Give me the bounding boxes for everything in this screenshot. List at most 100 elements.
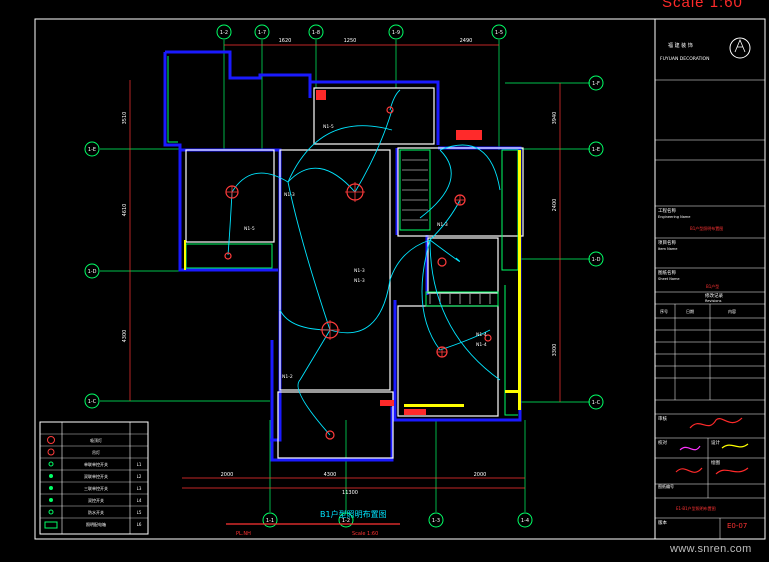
axis-bottom-4: 1-4	[521, 518, 529, 524]
signatures	[675, 417, 749, 475]
red-marks	[316, 90, 482, 415]
axis-left-3: 1-C	[88, 399, 97, 405]
dim-left-3: 4300	[122, 330, 128, 343]
project-label-en: Engineering Name	[658, 215, 690, 219]
downlight-icon	[484, 334, 492, 342]
axis-right-2: 1-E	[592, 147, 600, 153]
legend-name: 照明配电箱	[86, 521, 106, 527]
version-label: 版本	[658, 519, 667, 526]
axis-right-1: 1-F	[592, 81, 600, 87]
title-block-frame	[654, 18, 766, 540]
downlight-icon	[48, 461, 54, 467]
legend-name: 双控开关	[88, 497, 104, 503]
dim-top-3: 2490	[460, 38, 473, 44]
downlight-icon	[386, 106, 394, 114]
legend-name: 双联单控开关	[84, 473, 108, 479]
dim-top-2: 1250	[344, 38, 357, 44]
sheet-no-value: E1-B1户型照明布置图	[676, 505, 716, 511]
panel-icon	[44, 521, 58, 529]
dual-switch-icon	[49, 498, 53, 502]
ceiling-lamp-icon	[47, 436, 55, 444]
axis-top-2: 1-7	[258, 30, 266, 36]
rev-header: 内容	[728, 308, 736, 314]
axis-top-3: 1-8	[312, 30, 320, 36]
circuit-label: N1-3	[437, 222, 448, 228]
axis-right-4: 1-C	[592, 400, 601, 406]
dim-top-1: 1620	[279, 38, 292, 44]
title-block: 福 建 装 饰 FUYUAN DECORATION 工程名称 Engineeri…	[655, 37, 765, 539]
drawing-label: 图纸名称	[658, 269, 676, 276]
legend-name: 防水开关	[88, 509, 104, 515]
drawn-label: 绘图	[711, 459, 720, 466]
item-label-en: Item Name	[658, 247, 677, 251]
circuit-label: N1-4	[476, 342, 487, 348]
legend-code: L2	[137, 474, 142, 479]
watermark: www.snren.com	[670, 543, 752, 555]
axis-top-5: 1-5	[495, 30, 503, 36]
legend-name: 吸顶灯	[90, 437, 102, 443]
company-name-en: FUYUAN DECORATION	[660, 56, 709, 62]
axis-bubbles	[84, 24, 604, 528]
legend-name: 单联单控开关	[84, 461, 108, 467]
wiring	[227, 89, 501, 436]
dim-right-2: 2400	[552, 199, 558, 212]
circuit-label: N1-5	[323, 124, 334, 130]
legend: 吸顶灯 吊灯 单联单控开关 双联单控开关 三联单控开关 双控开关 防水开关 照明…	[39, 421, 149, 535]
approved-label: 审核	[658, 415, 667, 422]
circuit-label: N1-2	[282, 374, 293, 380]
grid-lines	[100, 40, 590, 512]
downlight-icon	[224, 252, 232, 260]
dim-left-2: 4610	[122, 204, 128, 217]
dim-bottom-2: 4300	[324, 472, 337, 478]
axis-bottom-2: 1-2	[342, 518, 350, 524]
legend-code: L3	[137, 486, 142, 491]
switch2-icon	[49, 474, 53, 478]
wall-outlines	[185, 87, 524, 459]
item-label: 项目名称	[658, 239, 676, 246]
axis-top-1: 1-2	[220, 30, 228, 36]
dim-right-1: 3940	[552, 112, 558, 125]
legend-name: 三联单控开关	[84, 485, 108, 491]
circuit-label: N1-3	[354, 268, 365, 274]
downlight-icon	[325, 430, 335, 440]
axis-bottom-3: 1-3	[432, 518, 440, 524]
dim-left-1: 3510	[122, 112, 128, 125]
project-label: 工程名称	[658, 207, 676, 214]
plan-title: B1户型照明布置图	[320, 509, 387, 519]
dim-bottom-total: 11300	[342, 490, 358, 496]
company-logo-icon	[729, 37, 751, 59]
company-name-cn: 福 建 装 饰	[668, 42, 693, 49]
circuit-label: N1-3	[354, 278, 365, 284]
pendant-lamp-icon	[47, 448, 55, 456]
legend-code: L4	[137, 498, 142, 503]
plan-scale-right: Scale 1:60	[352, 531, 378, 537]
hatch-pattern	[402, 159, 491, 304]
fixture-crosses	[226, 182, 465, 357]
dim-bottom-1: 2000	[221, 472, 234, 478]
designer-label: 设计	[711, 439, 720, 446]
sheet-no-label: 图纸编号	[658, 483, 674, 489]
axis-bottom-1: 1-1	[266, 518, 274, 524]
legend-code: L5	[137, 510, 142, 515]
circuit-label: N1-4	[476, 332, 487, 338]
yellow-marks	[184, 150, 521, 410]
axis-right-3: 1-D	[592, 257, 601, 263]
axis-left-1: 1-E	[88, 147, 96, 153]
switch3-icon	[49, 486, 53, 490]
rev-header: 日期	[686, 308, 694, 314]
plan-scale-left: PL.NH	[236, 531, 251, 537]
walls	[163, 50, 522, 462]
revision-label-en: Revisions	[705, 299, 722, 303]
circuit-label: N1-3	[284, 192, 295, 198]
circuit-label: N1-5	[244, 226, 255, 232]
legend-name: 吊灯	[92, 449, 100, 455]
checked-label: 校对	[658, 439, 667, 446]
drawing-value: B1户型	[706, 283, 719, 289]
rev-header: 序号	[660, 308, 668, 314]
socket-icon	[48, 509, 54, 515]
dim-bottom-3: 2000	[474, 472, 487, 478]
project-value: B1户型照明布置图	[690, 225, 723, 231]
revision-label: 修改记录	[705, 292, 723, 299]
